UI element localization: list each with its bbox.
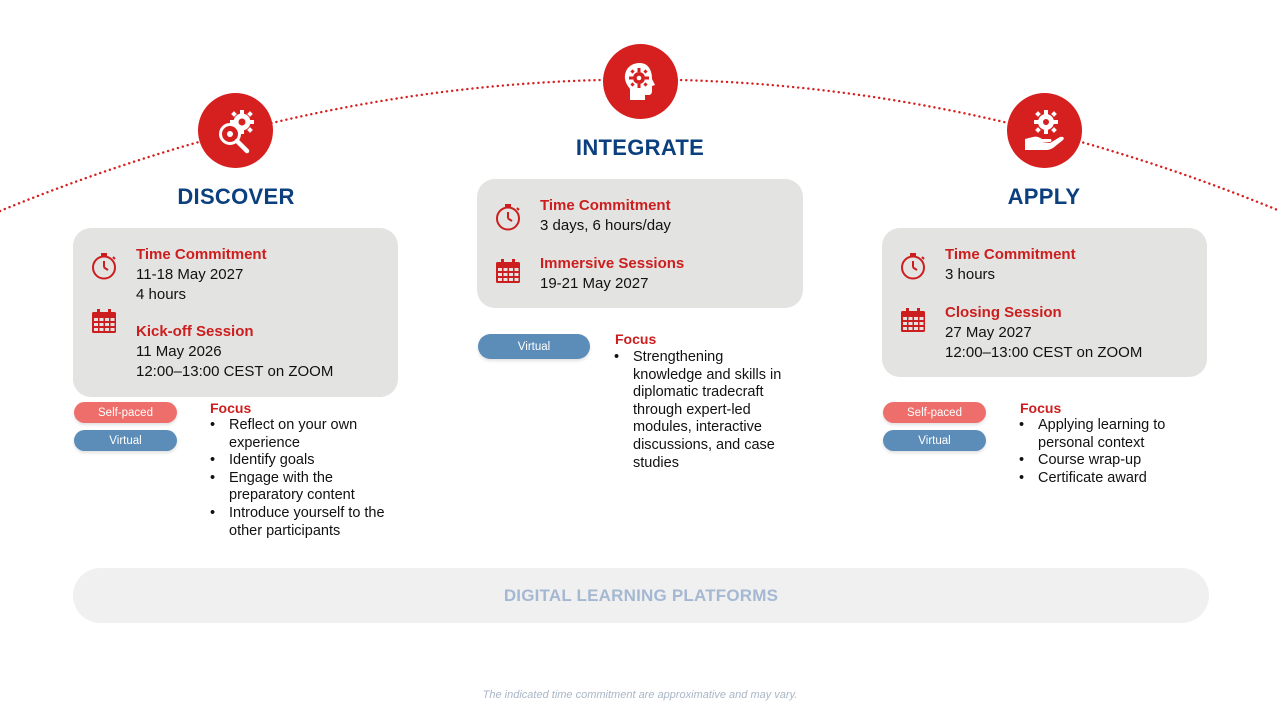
stopwatch-icon	[92, 253, 116, 280]
apply-focus-list: Applying learning to personal context Co…	[1019, 417, 1199, 487]
discover-focus-list: Reflect on your own experience Identify …	[210, 417, 390, 540]
apply-info-card: Time Commitment 3 hours Closing Session …	[882, 228, 1207, 377]
focus-item: Applying learning to personal context	[1019, 417, 1199, 452]
apply-title: APPLY	[1007, 184, 1081, 209]
integrate-focus-list: Strengthening knowledge and skills in di…	[614, 349, 796, 472]
time-commitment-label: Time Commitment	[136, 246, 267, 263]
time-commitment-label: Time Commitment	[540, 197, 671, 214]
discover-title: DISCOVER	[177, 184, 295, 209]
self-paced-badge: Self-paced	[74, 402, 177, 423]
focus-item: Reflect on your own experience	[210, 417, 390, 452]
immersive-sessions-value: 19-21 May 2027	[540, 275, 649, 292]
focus-item: Introduce yourself to the other particip…	[210, 505, 390, 540]
time-commitment-label: Time Commitment	[945, 246, 1076, 263]
immersive-sessions-label: Immersive Sessions	[540, 255, 685, 272]
time-commitment-value: 3 days, 6 hours/day	[540, 217, 671, 234]
closing-session-label: Closing Session	[945, 304, 1062, 321]
time-commitment-value: 3 hours	[945, 266, 996, 283]
apply-focus-title: Focus	[1020, 400, 1062, 416]
closing-session-value: 27 May 2027 12:00–13:00 CEST on ZOOM	[945, 324, 1143, 361]
calendar-icon	[901, 308, 925, 332]
discover-focus-title: Focus	[210, 400, 252, 416]
calendar-icon	[496, 259, 520, 283]
kickoff-session-label: Kick-off Session	[136, 323, 254, 340]
virtual-badge: Virtual	[74, 430, 177, 451]
integrate-title: INTEGRATE	[575, 135, 705, 160]
focus-item: Certificate award	[1019, 470, 1199, 488]
integrate-info-card: Time Commitment 3 days, 6 hours/day Imme…	[477, 179, 803, 308]
stopwatch-icon	[901, 253, 925, 280]
calendar-icon	[92, 309, 116, 333]
integrate-focus-title: Focus	[615, 331, 657, 347]
apply-circle	[1007, 93, 1082, 168]
hand-gear-icon	[1024, 109, 1064, 150]
kickoff-session-value: 11 May 2026 12:00–13:00 CEST on ZOOM	[136, 343, 334, 380]
time-commitment-value: 11-18 May 2027 4 hours	[136, 266, 244, 303]
footnote: The indicated time commitment are approx…	[482, 689, 798, 701]
focus-item: Engage with the preparatory content	[210, 470, 390, 505]
virtual-badge: Virtual	[883, 430, 986, 451]
focus-item: Strengthening knowledge and skills in di…	[614, 349, 796, 472]
focus-item: Identify goals	[210, 452, 390, 470]
focus-item: Course wrap-up	[1019, 452, 1199, 470]
self-paced-badge: Self-paced	[883, 402, 986, 423]
virtual-badge: Virtual	[478, 334, 590, 359]
stopwatch-icon	[496, 204, 520, 231]
discover-info-card: Time Commitment 11-18 May 2027 4 hours K…	[73, 228, 398, 397]
gears-magnifier-icon	[218, 109, 254, 153]
digital-learning-platforms-bar: DIGITAL LEARNING PLATFORMS	[73, 568, 1209, 623]
head-gear-icon	[624, 62, 655, 100]
integrate-circle	[603, 44, 678, 119]
discover-circle	[198, 93, 273, 168]
